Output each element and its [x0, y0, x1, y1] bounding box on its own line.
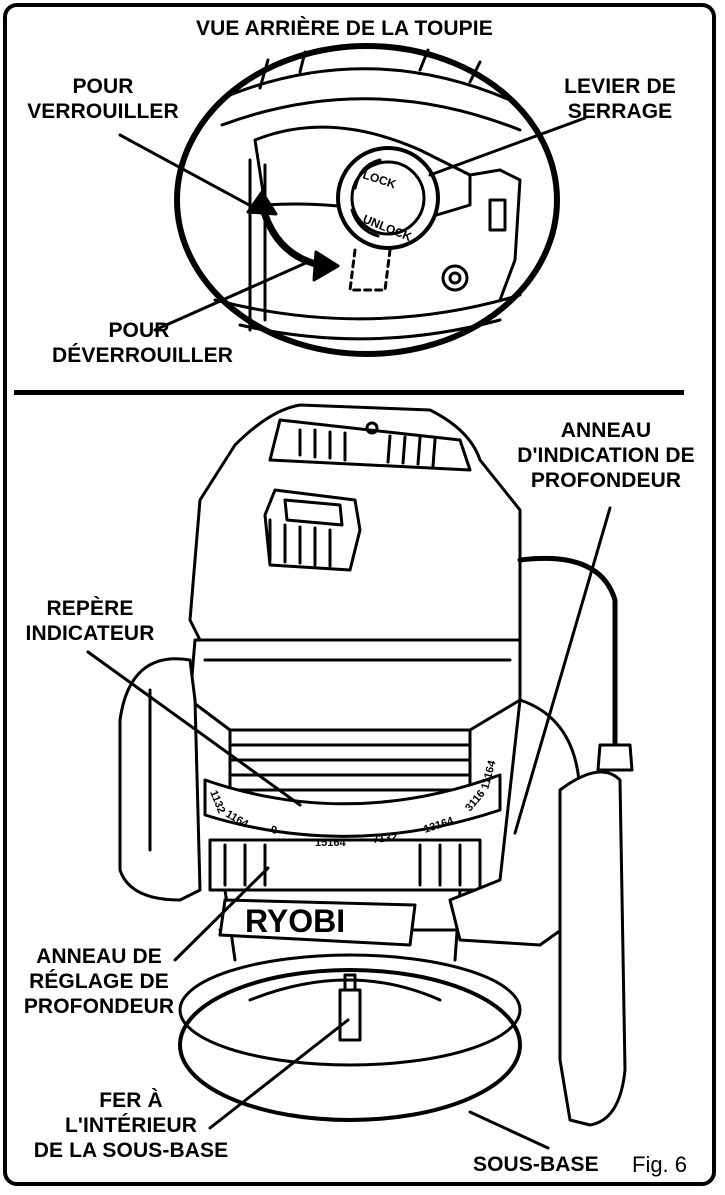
section-divider [14, 390, 684, 395]
label-unlock-line2: DÉVERROUILLER [52, 344, 233, 367]
label-lock: POUR VERROUILLER [16, 74, 190, 124]
label-adjust-ring-line2: RÉGLAGE DE [29, 970, 169, 993]
scale-mark-15164: 15164 [315, 837, 346, 849]
router-body [118, 403, 634, 1127]
brand-logo-text: RYOBI [245, 903, 345, 939]
label-unlock: POUR DÉVERROUILLER [52, 318, 233, 368]
label-sub-base: SOUS-BASE [473, 1153, 599, 1176]
top-title: VUE ARRIÈRE DE LA TOUPIE [196, 17, 493, 40]
label-bit-line3: DE LA SOUS-BASE [33, 1139, 229, 1162]
figure-frame [3, 3, 716, 1186]
label-clamp-lever-line1: LEVIER DE [564, 75, 676, 98]
label-depth-adjust-ring: ANNEAU DE RÉGLAGE DE PROFONDEUR [16, 944, 182, 1019]
rear-view-detail [174, 43, 560, 357]
scale-mark-7132: 7132 [372, 831, 398, 845]
label-depth-ring-line2: D'INDICATION DE [517, 444, 695, 467]
label-adjust-ring-line1: ANNEAU DE [36, 945, 162, 968]
scale-mark-0: 0 [270, 824, 278, 837]
label-depth-ring-line3: PROFONDEUR [530, 469, 682, 492]
label-clamp-lever-line2: SERRAGE [567, 100, 673, 123]
label-lock-line1: POUR [72, 75, 134, 98]
figure-number: Fig. 6 [632, 1152, 688, 1177]
label-lock-line2: VERROUILLER [27, 100, 179, 123]
label-clamp-lever: LEVIER DE SERRAGE [548, 74, 692, 124]
label-unlock-line1: POUR [108, 319, 170, 342]
label-adjust-ring-line3: PROFONDEUR [23, 995, 175, 1018]
label-index-mark-line1: REPÈRE [46, 597, 134, 620]
label-bit-inside-sub-base: FER À L'INTÉRIEUR DE LA SOUS-BASE [18, 1088, 244, 1163]
label-bit-line2: L'INTÉRIEUR [64, 1114, 198, 1137]
label-index-mark-line2: INDICATEUR [25, 622, 155, 645]
leader-lines [86, 116, 612, 1150]
label-depth-ring-line1: ANNEAU [560, 419, 652, 442]
label-index-mark: REPÈRE INDICATEUR [14, 596, 166, 646]
label-bit-line1: FER À [99, 1089, 163, 1112]
label-depth-indicator-ring: ANNEAU D'INDICATION DE PROFONDEUR [502, 418, 710, 493]
